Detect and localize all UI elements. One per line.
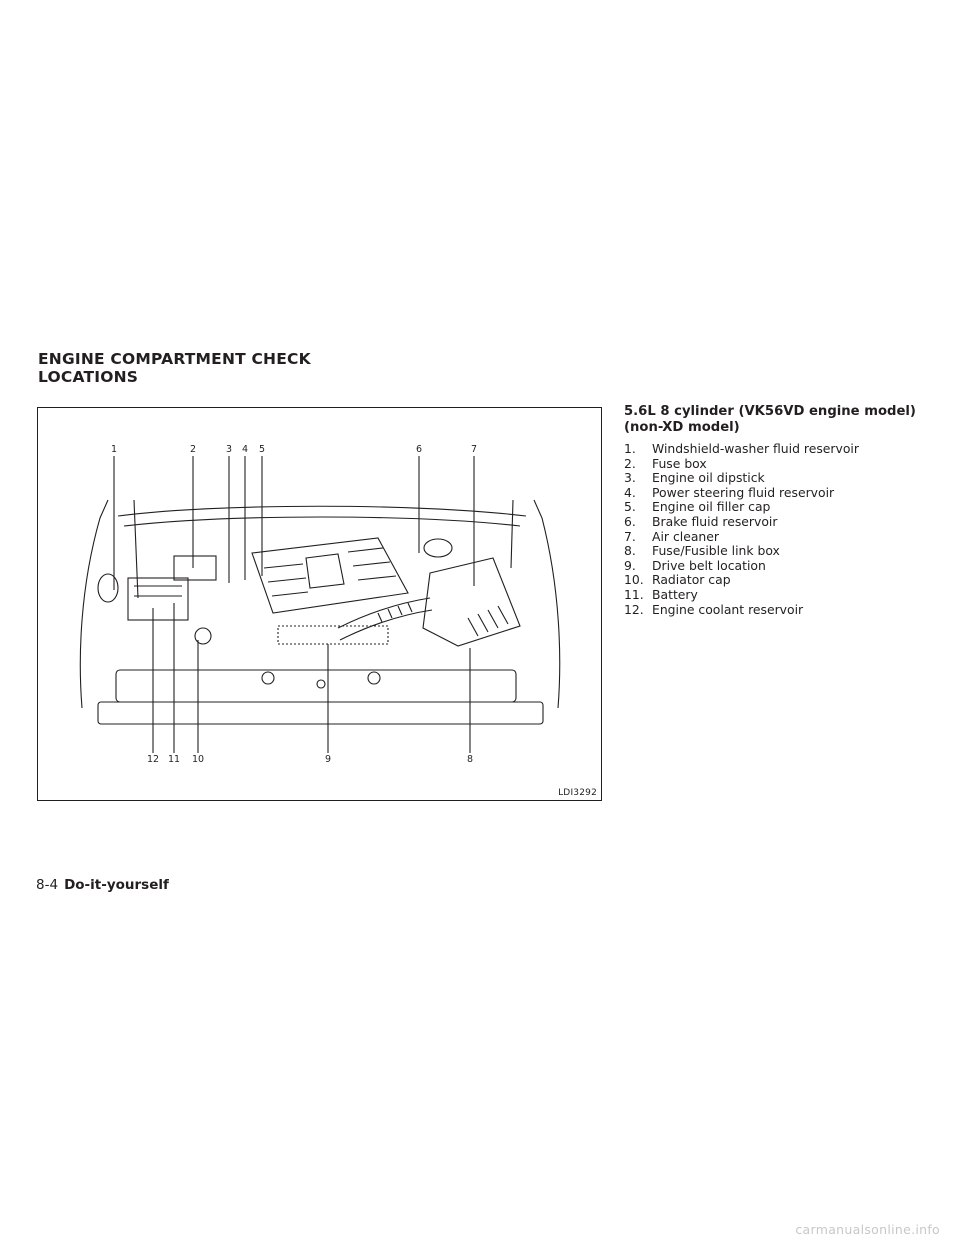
page-number: 8-4 <box>36 877 59 893</box>
legend-item-number: 1. <box>624 441 636 456</box>
engine-compartment-figure: 1 2 3 4 5 6 7 12 11 10 9 8 LDI3292 <box>37 407 602 801</box>
callout-3: 3 <box>225 444 233 455</box>
washer-reservoir <box>97 573 119 603</box>
legend-title-line-2: (non-XD model) <box>624 420 740 435</box>
legend-item-number: 3. <box>624 470 636 486</box>
legend-title-line-1: 5.6L 8 cylinder (VK56VD engine model) <box>624 404 916 419</box>
list-item: 9. Drive belt location <box>624 557 924 574</box>
legend-item-number: 9. <box>624 557 636 573</box>
legend-item-label: Drive belt location <box>652 557 766 573</box>
list-item: 3. Engine oil dipstick <box>624 471 924 486</box>
cowl-outline <box>117 505 527 517</box>
legend-item-number: 8. <box>624 543 636 559</box>
legend-item-label: Battery <box>652 586 698 602</box>
callout-5: 5 <box>258 444 266 455</box>
engine-illustration <box>79 456 561 753</box>
callout-11: 11 <box>167 754 181 765</box>
callout-7: 7 <box>470 444 478 455</box>
legend-item-number: 2. <box>624 455 636 471</box>
chapter-title: Do-it-yourself <box>64 877 169 893</box>
brake-reservoir <box>423 538 453 558</box>
legend-item-number: 6. <box>624 513 636 529</box>
callout-1: 1 <box>110 444 118 455</box>
list-item: 2. Fuse box <box>624 455 924 472</box>
section-title-line-1: ENGINE COMPARTMENT CHECK <box>38 350 311 368</box>
list-item: 7. Air cleaner <box>624 528 924 545</box>
legend-item-number: 4. <box>624 484 636 500</box>
page-footer: 8-4 Do-it-yourself <box>36 877 169 893</box>
legend-list: 1. Windshield-washer fluid reservoir 2. Fu… <box>624 441 924 618</box>
list-item: 10. Radiator cap <box>624 573 924 588</box>
legend-title: 5.6L 8 cylinder (VK56VD engine model) (n… <box>624 404 924 436</box>
legend-item-number: 5. <box>624 499 636 515</box>
legend-item-label: Windshield-washer fluid reservoir <box>652 441 859 456</box>
legend-item-number: 7. <box>624 528 636 544</box>
right-fender-outline <box>533 499 561 709</box>
legend-item-number: 12. <box>624 601 644 617</box>
figure-code: LDI3292 <box>558 788 597 798</box>
callout-4: 4 <box>241 444 249 455</box>
list-item: 8. Fuse/Fusible link box <box>624 544 924 559</box>
list-item: 6. Brake fluid reservoir <box>624 513 924 530</box>
watermark: carmanualsonline.info <box>795 1222 940 1237</box>
legend-item-number: 11. <box>624 586 644 602</box>
legend-item-label: Engine coolant reservoir <box>652 601 804 617</box>
air-cleaner-box <box>422 557 521 647</box>
callout-12: 12 <box>146 754 160 765</box>
engine-cover <box>251 537 409 614</box>
legend-item-number: 10. <box>624 572 644 588</box>
list-item: 5. Engine oil filler cap <box>624 500 924 515</box>
radiator-support <box>115 669 517 703</box>
intake-duct <box>337 597 431 629</box>
section-title-line-2: LOCATIONS <box>38 368 139 386</box>
legend-item-label: Engine oil filler cap <box>652 499 771 515</box>
callout-9: 9 <box>324 754 332 765</box>
radiator-cap-shape <box>194 627 212 645</box>
legend-item-label: Air cleaner <box>652 528 719 544</box>
callout-10: 10 <box>191 754 205 765</box>
list-item: 1. Windshield-washer fluid reservoir <box>624 441 924 457</box>
fuse-box-shape <box>173 555 217 581</box>
callout-8: 8 <box>466 754 474 765</box>
callout-6: 6 <box>415 444 423 455</box>
left-fender-outline <box>79 499 109 709</box>
legend-item-label: Fuse/Fusible link box <box>652 543 780 559</box>
callout-2: 2 <box>189 444 197 455</box>
legend: 5.6L 8 cylinder (VK56VD engine model) (n… <box>624 404 924 617</box>
drive-belt-area <box>277 625 389 645</box>
legend-item-label: Radiator cap <box>652 572 731 588</box>
legend-item-label: Engine oil dipstick <box>652 470 765 486</box>
legend-item-label: Brake fluid reservoir <box>652 513 778 529</box>
battery-shape <box>127 577 189 621</box>
section-title: ENGINE COMPARTMENT CHECK LOCATIONS <box>38 350 458 386</box>
list-item: 12. Engine coolant reservoir <box>624 601 924 618</box>
list-item: 11. Battery <box>624 586 924 603</box>
legend-item-label: Power steering fluid reservoir <box>652 484 835 500</box>
list-item: 4. Power steering fluid reservoir <box>624 484 924 501</box>
legend-item-label: Fuse box <box>652 455 707 471</box>
